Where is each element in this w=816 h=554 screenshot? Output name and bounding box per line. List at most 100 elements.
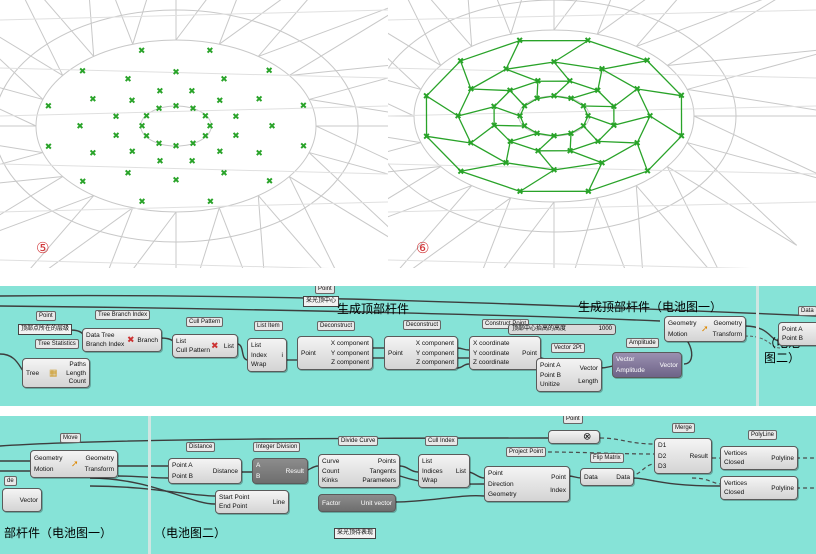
mesh-ring (140, 105, 212, 147)
height-slider[interactable]: 顶部中心抬高的高度 1000 (508, 324, 616, 335)
center-panel[interactable]: 采光顶中心 (303, 296, 340, 307)
group-divider-2 (148, 416, 151, 554)
mesh-edge (89, 0, 95, 57)
point-marker: ✖ (550, 58, 558, 68)
mesh-edge (218, 207, 244, 268)
radial-member (582, 125, 599, 142)
ring-member (636, 115, 651, 144)
cull-index-title: Cull Index (425, 436, 458, 446)
group-divider (756, 286, 759, 406)
grasshopper-canvas-1[interactable]: Point 采光顶中心 生成顶部杆件 生成顶部杆件（电池图一） （电池 图二） … (0, 286, 816, 406)
point-marker: ✖ (138, 122, 146, 132)
point-marker: ✖ (79, 177, 87, 187)
point-marker: ✖ (550, 166, 558, 176)
ring-member (597, 90, 615, 108)
radial-member (570, 89, 598, 100)
radial-member (613, 115, 651, 126)
bottom-panel[interactable]: 采光顶待表现 (334, 528, 377, 539)
grasshopper-canvas-2[interactable]: 部杆件（电池图一） （电池图二） de Vector Move Geometry… (0, 416, 816, 554)
ring-member (524, 98, 538, 107)
viewport-left[interactable]: ✖✖✖✖✖✖✖✖✖✖✖✖✖✖✖✖✖✖✖✖✖✖✖✖✖✖✖✖✖✖✖✖✖✖✖✖✖✖✖✖… (0, 0, 388, 268)
level-panel[interactable]: 顶部点所在的层级 (18, 324, 73, 335)
point-marker: ✖ (678, 92, 686, 102)
ring-member (460, 40, 520, 62)
point-marker: ✖ (156, 87, 164, 97)
point-marker: ✖ (580, 102, 588, 112)
point-marker: ✖ (643, 57, 651, 67)
point-marker: ✖ (490, 121, 498, 131)
mesh-edge (388, 259, 752, 268)
mesh-edge (574, 197, 598, 268)
mesh-edge (0, 67, 388, 79)
mesh-edge (667, 0, 776, 66)
point-marker: ✖ (678, 132, 686, 142)
mesh-edge (309, 98, 388, 113)
radial-member (537, 150, 555, 171)
point-marker: ✖ (265, 67, 273, 77)
point-marker: ✖ (646, 112, 654, 122)
figure-number-6: ⑥ (416, 239, 430, 257)
point-marker: ✖ (567, 95, 575, 105)
radial-member (569, 150, 603, 164)
ring-member (587, 40, 648, 62)
flip-matrix-node[interactable]: Data Data (580, 468, 634, 486)
deconstruct-2-title: Deconstruct (403, 320, 442, 330)
mesh-edge (218, 0, 282, 45)
ring-member (570, 98, 584, 107)
point-marker: ✖ (143, 132, 151, 142)
point-param-node[interactable]: ⊗ (548, 430, 600, 444)
unit-vector-node[interactable]: Factor Unit vector (318, 494, 396, 512)
mesh-edge (667, 49, 816, 66)
point-tag: Point (563, 416, 583, 424)
move-icon: ➚ (701, 323, 709, 334)
point-marker: ✖ (534, 77, 542, 87)
point-marker: ✖ (268, 122, 276, 132)
point-marker: ✖ (207, 197, 215, 207)
radial-member (493, 106, 521, 117)
ring-member (493, 90, 511, 108)
mesh-edge (635, 185, 643, 268)
mesh-edge (553, 0, 578, 31)
left-vector-node[interactable]: Vector (2, 488, 42, 512)
radial-member (426, 95, 459, 117)
mesh-edge (309, 77, 388, 100)
point-marker: ✖ (490, 103, 498, 113)
mesh-edge (132, 0, 148, 45)
point-marker: ✖ (633, 85, 641, 95)
viewport-right[interactable]: ✖✖✖✖✖✖✖✖✖✖✖✖✖✖✖✖✖✖✖✖✖✖✖✖✖✖✖✖✖✖✖✖✖✖✖✖✖✖✖✖… (388, 0, 816, 268)
mesh-edge (133, 211, 177, 268)
ring-member (646, 60, 682, 97)
point-marker: ✖ (550, 92, 558, 102)
point-marker: ✖ (76, 122, 84, 132)
point-marker: ✖ (255, 149, 263, 159)
ring-member (536, 132, 555, 137)
mesh-edge (667, 166, 797, 246)
mesh-edge (503, 201, 555, 268)
point-marker: ✖ (585, 187, 593, 197)
point-marker: ✖ (502, 65, 510, 75)
point-marker: ✖ (188, 87, 196, 97)
point-marker: ✖ (206, 122, 214, 132)
point-marker: ✖ (423, 132, 431, 142)
